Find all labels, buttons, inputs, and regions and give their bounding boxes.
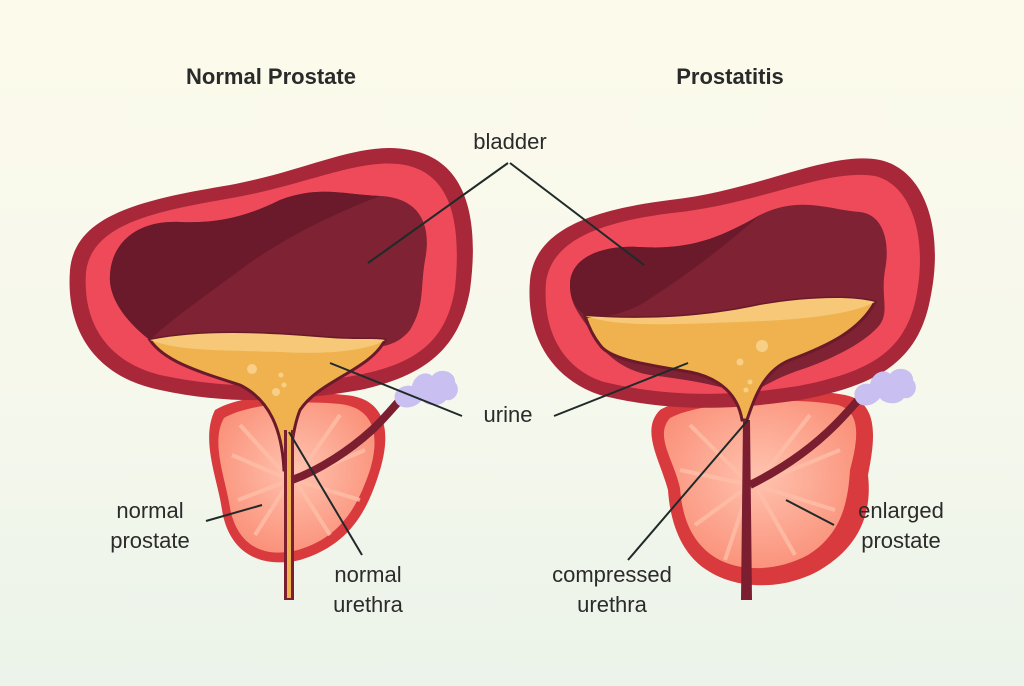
prostatitis-bladder: [529, 158, 935, 422]
normal-prostate-illustration: [69, 148, 473, 600]
label-normal-urethra: normal urethra: [308, 560, 428, 620]
urine-leader-right: [553, 362, 689, 417]
normal-seminal-vesicle: [394, 370, 458, 408]
label-normal-urethra-line2: urethra: [333, 592, 403, 617]
prostatitis-seminal-vesicle: [854, 368, 916, 406]
label-enlarged-prostate-line2: prostate: [861, 528, 941, 553]
label-compressed-urethra-line2: urethra: [577, 592, 647, 617]
title-prostatitis: Prostatitis: [676, 64, 784, 89]
label-normal-prostate-line2: prostate: [110, 528, 190, 553]
label-urine: urine: [483, 402, 533, 427]
normal-prostate-leader: [205, 504, 263, 522]
urine-leader-left: [329, 362, 463, 417]
compressed-urethra-leader: [627, 419, 749, 561]
enlarged-prostate-leader: [785, 499, 835, 526]
normal-vas-deferens: [290, 395, 405, 484]
normal-urethra-leader: [288, 431, 363, 556]
compressed-urethra: [741, 420, 752, 600]
label-enlarged-prostate-line1: enlarged: [858, 498, 944, 523]
label-normal-prostate-line1: normal: [116, 498, 184, 523]
label-compressed-urethra-line1: compressed: [552, 562, 672, 587]
prostatitis-illustration: [529, 158, 935, 600]
label-bladder: bladder: [473, 129, 547, 154]
label-normal-prostate: normal prostate: [90, 496, 210, 556]
label-compressed-urethra: compressed urethra: [522, 560, 702, 620]
label-normal-urethra-line1: normal: [334, 562, 402, 587]
normal-bladder: [69, 148, 473, 472]
label-enlarged-prostate: enlarged prostate: [836, 496, 966, 556]
bladder-leader-right: [509, 162, 645, 266]
prostatitis-vas-deferens: [748, 393, 865, 489]
leader-lines: [205, 162, 835, 561]
title-normal-prostate: Normal Prostate: [186, 64, 356, 89]
bladder-leader-left: [367, 162, 509, 264]
enlarged-prostate-gland: [651, 390, 874, 586]
